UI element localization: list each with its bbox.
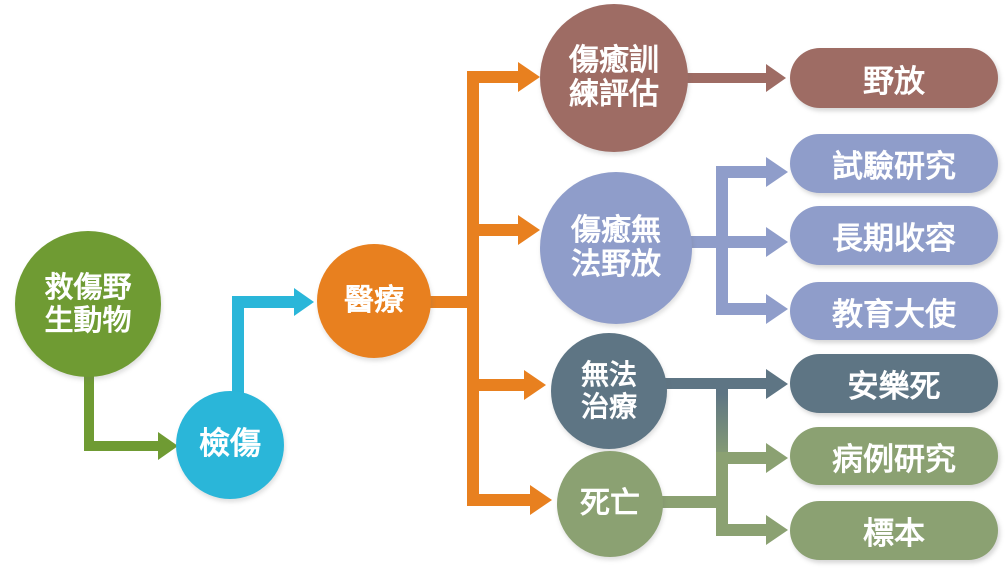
connector-branch-case-study: [716, 452, 766, 464]
node-triage: 檢傷: [176, 391, 284, 499]
connector-medical-stem: [426, 296, 472, 308]
node-case-study-label: 病例研究: [832, 441, 956, 478]
connector-branch-death: [467, 494, 530, 506]
arrowhead-to-untreatable: [524, 370, 546, 400]
arrowhead-to-death: [530, 485, 552, 515]
arrowhead-to-euthanasia: [766, 369, 788, 399]
node-healed-training-evaluation-line1: 傷癒訓: [569, 42, 659, 78]
connector-branch-education-ambassador: [716, 303, 766, 315]
node-euthanasia: 安樂死: [790, 354, 998, 413]
arrowhead-to-education-ambassador: [766, 294, 788, 324]
connector-untreatable-euthanasia: [660, 378, 766, 389]
node-healed-unreleasable: 傷癒無 法野放: [540, 172, 692, 324]
node-release-label: 野放: [863, 63, 925, 100]
node-trial-research-label: 試驗研究: [832, 149, 956, 185]
connector-branch-healed-unreleasable: [467, 224, 520, 236]
arrowhead-to-healed-training: [518, 62, 540, 92]
connector-branch-untreatable: [467, 379, 525, 391]
node-long-term-housing-label: 長期收容: [832, 221, 956, 257]
connector-training-release: [678, 73, 766, 83]
node-education-ambassador: 教育大使: [790, 282, 998, 340]
node-euthanasia-label: 安樂死: [847, 369, 941, 405]
connector-branch-trial-research: [716, 166, 766, 178]
node-untreatable: 無法 治療: [551, 333, 667, 449]
connector-rescue-triage-horizontal: [84, 441, 160, 451]
node-death: 死亡: [557, 451, 663, 557]
arrowhead-to-triage: [158, 432, 178, 460]
node-education-ambassador-label: 教育大使: [832, 296, 956, 333]
node-specimen: 標本: [790, 501, 998, 560]
connector-triage-medical-vertical: [232, 296, 244, 400]
node-medical-treatment-label: 醫療: [344, 282, 404, 318]
connector-death-stem: [656, 496, 728, 508]
node-triage-label: 檢傷: [199, 426, 261, 463]
node-specimen-label: 標本: [863, 516, 925, 552]
connector-branch-specimen: [716, 524, 766, 536]
node-medical-treatment: 醫療: [317, 244, 431, 358]
arrowhead-to-release: [766, 64, 786, 92]
connector-unreleasable-vertical: [716, 166, 728, 315]
node-rescued-wild-animal: 救傷野 生動物: [15, 231, 161, 377]
arrowhead-to-trial-research: [766, 157, 788, 187]
node-healed-training-evaluation: 傷癒訓 練評估: [540, 4, 688, 152]
node-long-term-housing: 長期收容: [790, 206, 998, 265]
node-death-label: 死亡: [580, 485, 640, 521]
node-trial-research: 試驗研究: [790, 134, 998, 193]
node-rescued-wild-animal-line2: 生動物: [44, 303, 132, 337]
node-rescued-wild-animal-line1: 救傷野: [44, 269, 132, 304]
node-healed-training-evaluation-line2: 練評估: [569, 77, 659, 112]
node-case-study: 病例研究: [790, 427, 998, 485]
connector-branch-healed-training: [467, 71, 520, 83]
connector-triage-medical-horizontal: [232, 296, 296, 308]
connector-medical-vertical: [467, 71, 479, 506]
node-healed-unreleasable-line1: 傷癒無: [571, 212, 661, 248]
arrowhead-to-healed-unreleasable: [518, 215, 540, 245]
arrowhead-to-case-study: [766, 443, 788, 473]
node-healed-unreleasable-line2: 法野放: [571, 247, 661, 282]
node-untreatable-line2: 治療: [580, 390, 637, 423]
arrowhead-to-specimen: [766, 515, 788, 545]
node-untreatable-line1: 無法: [580, 358, 637, 392]
node-release: 野放: [790, 48, 998, 108]
arrowhead-to-medical: [294, 288, 314, 316]
arrowhead-to-long-term-housing: [766, 227, 788, 257]
connector-rescue-triage-vertical: [84, 362, 94, 451]
